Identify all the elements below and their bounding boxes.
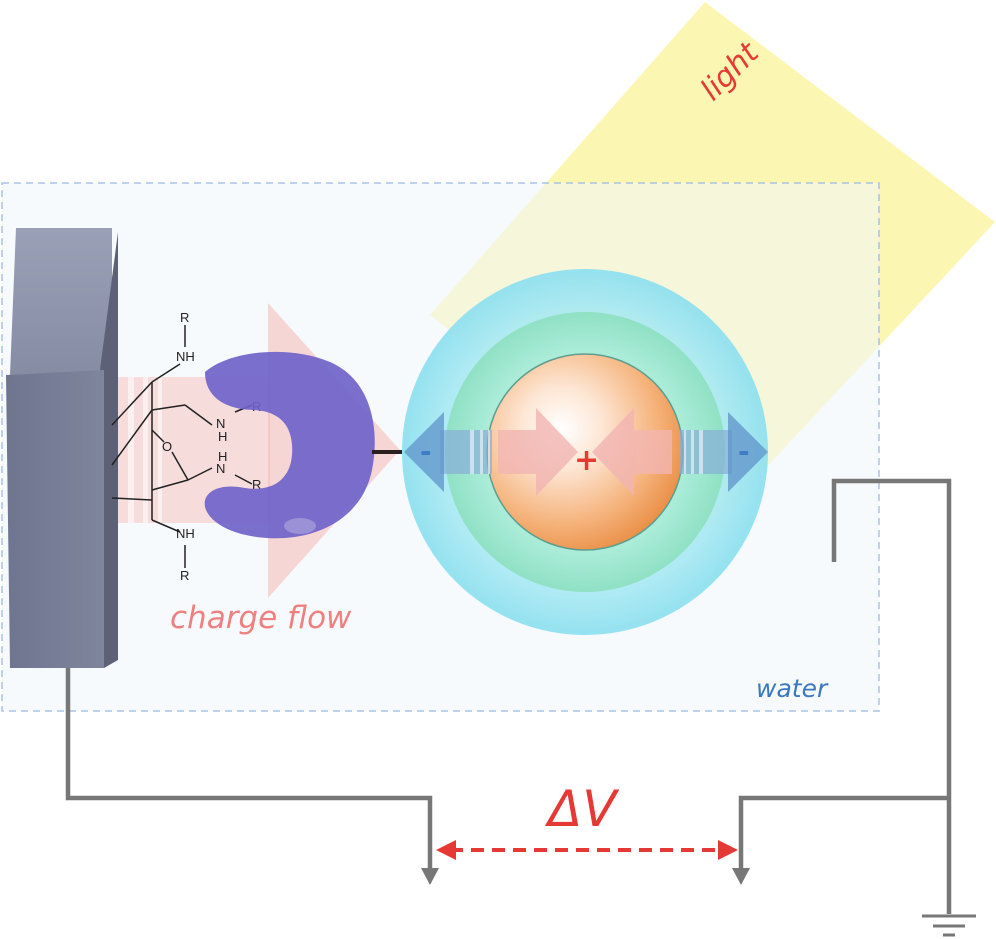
- receptor: [204, 351, 375, 539]
- atom-n-mid-lower: N: [216, 461, 225, 476]
- receptor-highlight: [284, 518, 316, 534]
- delta-v-label: ΔV: [544, 780, 620, 838]
- linker-molecule: [111, 325, 253, 568]
- water-label: water: [756, 674, 829, 703]
- atom-h-mid-lower: H: [218, 449, 227, 464]
- atom-r-mid-lower: R: [252, 477, 261, 492]
- wire-arrowheads: [421, 868, 750, 885]
- minus-right-label: -: [738, 435, 750, 468]
- atom-r-bottom: R: [180, 568, 189, 583]
- atom-nh-bottom: NH: [176, 526, 195, 541]
- minus-left-label: -: [420, 435, 432, 468]
- atom-oxygen: O: [162, 439, 172, 454]
- ground-icon: [922, 914, 976, 937]
- inward-arrows: [498, 408, 672, 496]
- atom-nh-top: NH: [176, 349, 195, 364]
- plus-label: +: [574, 443, 599, 478]
- linker-labels: R NH R N H O N H R NH R: [162, 310, 261, 583]
- electrode: [6, 228, 118, 668]
- charge-flow-label: charge flow: [170, 600, 352, 636]
- delta-v-arrow: [436, 840, 738, 860]
- atom-r-top: R: [180, 310, 189, 325]
- circuit-wires: [65, 478, 952, 914]
- atom-n-mid-upper: N: [216, 416, 225, 431]
- outward-arrows: [404, 412, 768, 492]
- atom-h-mid-upper: H: [218, 429, 227, 444]
